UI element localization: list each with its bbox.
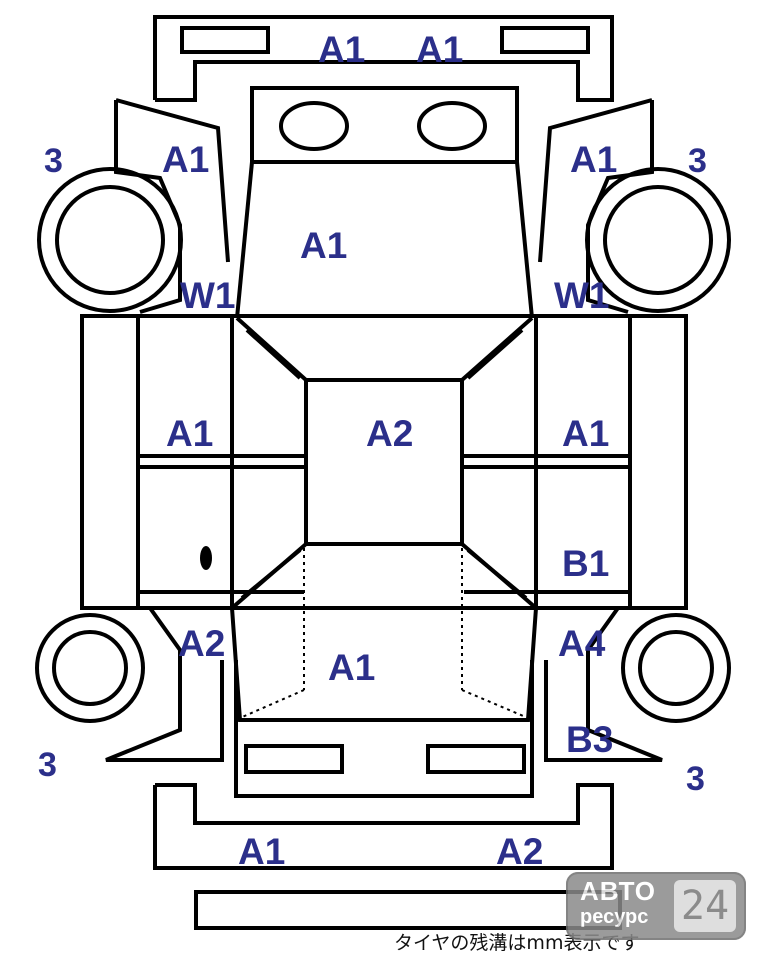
label-trunk: A1 [328, 647, 375, 688]
label-windshield-right: W1 [554, 275, 610, 316]
tire-rear-right [621, 613, 731, 723]
label-door-front-right: A1 [562, 413, 609, 454]
watermark-line2: ресурс [580, 906, 649, 928]
watermark-line1: АВТО [580, 876, 657, 906]
label-rear-corner-right: B3 [566, 719, 613, 760]
tire-front-right [585, 167, 731, 313]
label-rear-bumper-left: A1 [238, 831, 285, 872]
headlight-left [279, 101, 349, 151]
front-bumper-slot-right [500, 26, 590, 54]
roof-outline [304, 378, 464, 546]
fender-rear-right [544, 606, 663, 762]
watermark-logo: АВТО ресурс 24 [566, 872, 746, 940]
label-windshield-left: W1 [180, 275, 236, 316]
label-front-bumper-right: A1 [416, 29, 463, 70]
trunk-outline [230, 607, 538, 722]
tread-rear-right: 3 [686, 760, 705, 798]
headlight-right [417, 101, 487, 151]
tread-front-left: 3 [44, 142, 63, 180]
front-bumper-outline [153, 15, 614, 102]
label-fender-front-right: A1 [570, 139, 617, 180]
body-outline [80, 314, 688, 610]
tire-rear-left [35, 613, 145, 723]
rear-bumper-outline [153, 783, 614, 870]
label-rear-bumper-right: A2 [496, 831, 543, 872]
watermark-text: АВТО ресурс [580, 878, 656, 927]
label-door-front-left: A1 [166, 413, 213, 454]
label-quarter-rear-right: A4 [558, 623, 606, 664]
label-quarter-rear-left: A2 [178, 623, 225, 664]
label-fender-front-left: A1 [162, 139, 209, 180]
tail-slot-right [426, 744, 526, 774]
watermark-digits: 24 [674, 880, 736, 932]
tire-front-left [37, 167, 183, 313]
rear-strip [194, 890, 622, 930]
label-door-rear-right: B1 [562, 543, 609, 584]
front-bumper-slot-left [180, 26, 270, 54]
hood-outline [235, 161, 254, 319]
tread-rear-left: 3 [38, 746, 57, 784]
label-front-bumper-left: A1 [318, 29, 365, 70]
fender-rear-left [105, 606, 224, 762]
label-hood: A1 [300, 225, 347, 266]
label-roof: A2 [366, 413, 413, 454]
door-handle-mark [200, 546, 212, 570]
tread-front-right: 3 [688, 142, 707, 180]
tail-slot-left [244, 744, 344, 774]
grille-panel [250, 86, 519, 164]
